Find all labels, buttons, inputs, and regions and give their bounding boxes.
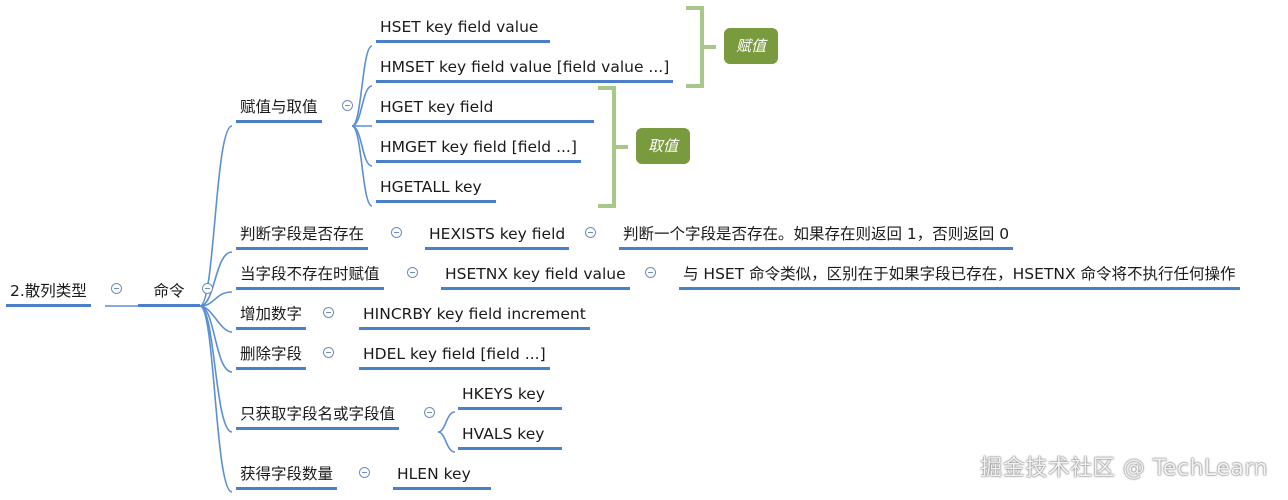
collapse-icon[interactable] [645,267,656,278]
link-command-del [199,305,233,373]
cmd-hmset: HMSET key field value [field value ...] [376,57,674,83]
branch-setnx: 当字段不存在时赋值 [236,264,384,290]
note-hexists: 判断一个字段是否存在。如果存在则返回 1，否则返回 0 [619,224,1014,250]
collapse-icon[interactable] [111,283,122,294]
cmd-hlen: HLEN key [393,464,491,490]
cmd-hvals: HVALS key [458,424,562,450]
link-command-assign [199,125,233,307]
cmd-hincrby: HINCRBY key field increment [359,304,590,330]
collapse-icon[interactable] [323,307,334,318]
cmd-hsetnx: HSETNX key field value [441,264,630,290]
link-assign-hmset [351,85,373,127]
collapse-icon[interactable] [391,227,402,238]
branch-keys-vals: 只获取字段名或字段值 [236,404,400,430]
link-assign-hset [351,45,373,127]
link-keysvals-hkeys [437,411,456,433]
command-node: 命令 [138,281,200,307]
get-tag: 取值 [636,128,691,164]
cmd-hdel: HDEL key field [field ...] [359,344,550,370]
collapse-icon[interactable] [202,283,213,294]
assign-tag: 赋值 [724,28,779,64]
collapse-icon[interactable] [585,227,596,238]
assign-bracket [686,6,716,88]
cmd-hgetall: HGETALL key [376,177,496,203]
note-hsetnx: 与 HSET 命令类似，区别在于如果字段已存在，HSETNX 命令将不执行任何操… [679,264,1240,290]
collapse-icon[interactable] [342,100,353,111]
branch-incr: 增加数字 [236,304,307,330]
branch-assign-get: 赋值与取值 [236,97,322,123]
cmd-hkeys: HKEYS key [458,384,562,410]
collapse-icon[interactable] [323,347,334,358]
link-command-setnx [199,291,233,307]
branch-exists: 判断字段是否存在 [236,224,369,250]
collapse-icon[interactable] [359,467,370,478]
link-assign-hgetall [351,125,373,207]
branch-del: 删除字段 [236,344,307,370]
cmd-hmget: HMGET key field [field ...] [376,137,581,163]
cmd-hset: HSET key field value [376,17,550,43]
watermark-text: 掘金技术社区 @ TechLearn [980,456,1268,481]
collapse-icon[interactable] [424,407,435,418]
branch-len: 获得字段数量 [236,464,338,490]
cmd-hget: HGET key field [376,97,594,123]
root-node: 2.散列类型 [6,281,91,307]
cmd-hexists: HEXISTS key field [425,224,570,250]
link-command-exists [199,251,233,307]
link-command-len [199,305,233,493]
get-bracket [598,86,628,208]
link-keysvals-hvals [437,431,456,453]
collapse-icon[interactable] [407,267,418,278]
